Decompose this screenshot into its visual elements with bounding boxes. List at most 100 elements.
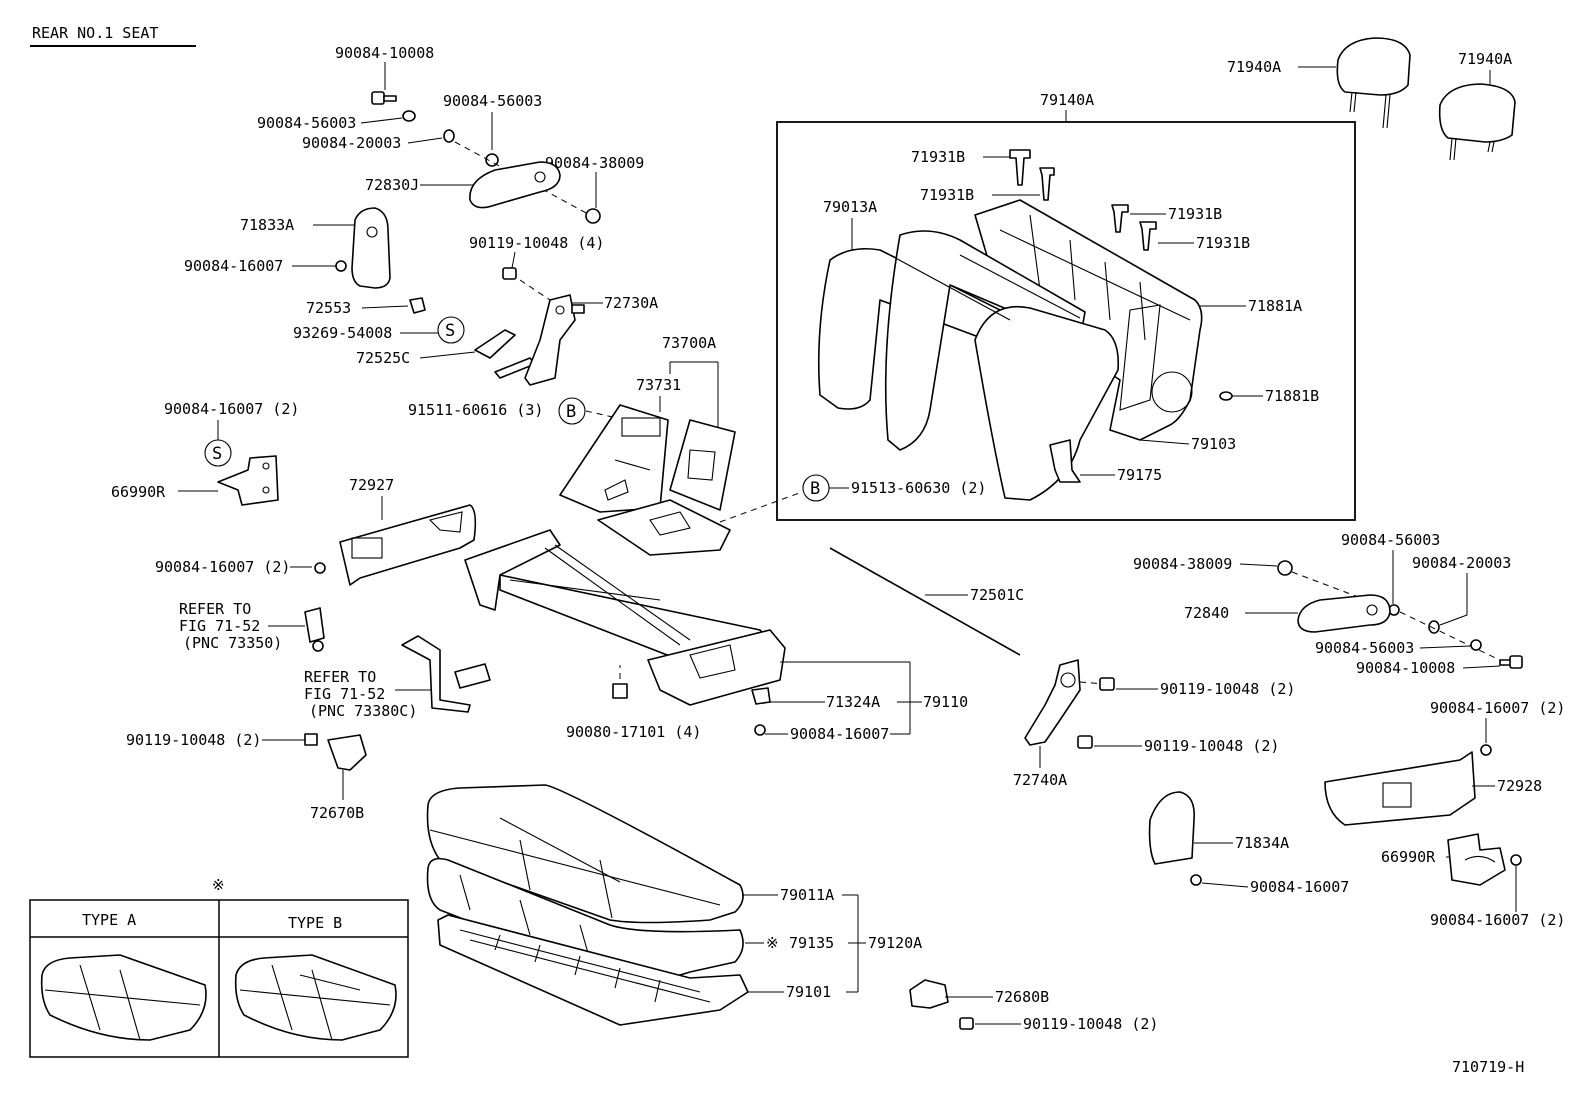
- bolt-90119-10048-2b: [1099, 677, 1115, 691]
- armrest-72840: [1297, 594, 1391, 633]
- label-71931B-3: 71931B: [1168, 205, 1222, 223]
- bolt-90119-10048-2a: [304, 733, 318, 746]
- label-90084-56003-a: 90084-56003: [257, 114, 356, 132]
- label-90084-16007-b: 90084-16007: [790, 725, 889, 743]
- headrest-71940A-1: [1336, 37, 1411, 129]
- screw-90084-16007-b: [754, 724, 766, 736]
- back-pad-79013A-left: [817, 247, 1024, 410]
- label-90084-16007-a: 90084-16007: [184, 257, 283, 275]
- washer-90084-56003-d: [1470, 639, 1482, 651]
- label-71940A-2: 71940A: [1458, 50, 1512, 68]
- headrest-71940A-2: [1438, 83, 1516, 161]
- cushion-frame: [464, 529, 786, 706]
- b-marker-b-text: B: [810, 479, 820, 499]
- label-72927: 72927: [349, 476, 394, 494]
- label-79135: 79135: [789, 934, 834, 952]
- bracket-72525C: [474, 329, 516, 359]
- label-79140A: 79140A: [1040, 91, 1094, 109]
- washer-90084-56003-b: [485, 153, 499, 167]
- label-72830J: 72830J: [365, 176, 419, 194]
- label-71324A: 71324A: [826, 693, 880, 711]
- bracket-66990R-b: [1447, 833, 1506, 886]
- label-71931B-4: 71931B: [1196, 234, 1250, 252]
- label-79110: 79110: [923, 693, 968, 711]
- bolt-90119-10048-2c: [1077, 735, 1093, 749]
- refer-2-line-2: FIG 71-52: [304, 685, 385, 703]
- nut-90084-20003-b: [1428, 620, 1440, 634]
- label-71881B: 71881B: [1265, 387, 1319, 405]
- screw-90084-16007-a: [335, 260, 347, 272]
- rod-72501C: [829, 547, 1021, 656]
- label-72553: 72553: [306, 299, 351, 317]
- s-marker-b-text: S: [212, 444, 222, 464]
- note-marker-table: ※: [212, 876, 225, 894]
- side-cover-72927: [339, 504, 477, 586]
- type-b-cushion: [234, 954, 397, 1041]
- label-79120A: 79120A: [868, 934, 922, 952]
- hinge-72730A: [524, 294, 576, 386]
- label-72670B: 72670B: [310, 804, 364, 822]
- label-71931B-1: 71931B: [911, 148, 965, 166]
- label-79103: 79103: [1191, 435, 1236, 453]
- back-pad-79013A-right: [974, 306, 1120, 501]
- label-90084-16007-2c: 90084-16007 (2): [1430, 699, 1565, 717]
- label-91513-60630: 91513-60630 (2): [851, 479, 986, 497]
- label-90084-20003-a: 90084-20003: [302, 134, 401, 152]
- nut-90084-20003: [443, 129, 455, 143]
- label-90084-38009-a: 90084-38009: [545, 154, 644, 172]
- refer-2-line-1: REFER TO: [304, 668, 376, 686]
- label-90119-10048-2a: 90119-10048 (2): [126, 731, 261, 749]
- bolt-90119-10048-2d: [959, 1017, 974, 1030]
- label-90084-20003-b: 90084-20003: [1412, 554, 1511, 572]
- s-marker-a: [437, 316, 465, 344]
- clip-71931B-1: [1009, 149, 1031, 186]
- label-90084-56003-c: 90084-56003: [1341, 531, 1440, 549]
- strap-79175: [1049, 439, 1081, 483]
- seat-pad-79135: [426, 857, 744, 983]
- label-71834A: 71834A: [1235, 834, 1289, 852]
- s-marker-a-text: S: [445, 321, 455, 341]
- label-90084-16007-2b: 90084-16007 (2): [155, 558, 290, 576]
- bolt-90119-10048-a: [502, 267, 517, 280]
- diagram-title: REAR NO.1 SEAT: [32, 24, 158, 42]
- label-71931B-2: 71931B: [920, 186, 974, 204]
- s-marker-b: [204, 439, 232, 467]
- label-90084-56003-b: 90084-56003: [443, 92, 542, 110]
- nut-90080-17101: [612, 683, 628, 699]
- label-93269-54008: 93269-54008: [293, 324, 392, 342]
- refer-1-line-3: (PNC 73350): [183, 634, 282, 652]
- refer-1-line-1: REFER TO: [179, 600, 251, 618]
- side-cover-72928: [1324, 751, 1476, 826]
- type-a-header: TYPE A: [82, 911, 136, 929]
- bracket-66990R-a: [217, 455, 279, 506]
- refer-1-line-2: FIG 71-52: [179, 617, 260, 635]
- label-90084-16007-2a: 90084-16007 (2): [164, 400, 299, 418]
- cover-71834A: [1148, 791, 1196, 865]
- back-pad-79013A-middle: [884, 230, 1086, 451]
- note-marker-79135: ※: [766, 934, 779, 952]
- label-90084-16007-2d: 90084-16007 (2): [1430, 911, 1565, 929]
- label-71833A: 71833A: [240, 216, 294, 234]
- label-90119-10048-2c: 90119-10048 (2): [1144, 737, 1279, 755]
- label-90080-17101: 90080-17101 (4): [566, 723, 701, 741]
- label-71881A: 71881A: [1248, 297, 1302, 315]
- hook-71324A: [751, 687, 771, 705]
- label-73731: 73731: [636, 376, 681, 394]
- cap-90084-38009-b: [1277, 560, 1293, 576]
- label-66990R-a: 66990R: [111, 483, 166, 501]
- label-79013A: 79013A: [823, 198, 877, 216]
- hinge-72670B: [327, 734, 367, 771]
- label-79011A: 79011A: [780, 886, 834, 904]
- label-79175: 79175: [1117, 466, 1162, 484]
- label-90119-10048-2b: 90119-10048 (2): [1160, 680, 1295, 698]
- label-72740A: 72740A: [1013, 771, 1067, 789]
- label-72928: 72928: [1497, 777, 1542, 795]
- seat-cushion-79011A: [426, 784, 744, 924]
- buckle-73380C: [401, 635, 471, 713]
- center-frame-73700A: [669, 419, 736, 511]
- label-72840: 72840: [1184, 604, 1229, 622]
- seatback-assembly-box: [776, 121, 1356, 521]
- clip-71931B-4: [1139, 221, 1157, 251]
- clip-72553: [409, 297, 426, 314]
